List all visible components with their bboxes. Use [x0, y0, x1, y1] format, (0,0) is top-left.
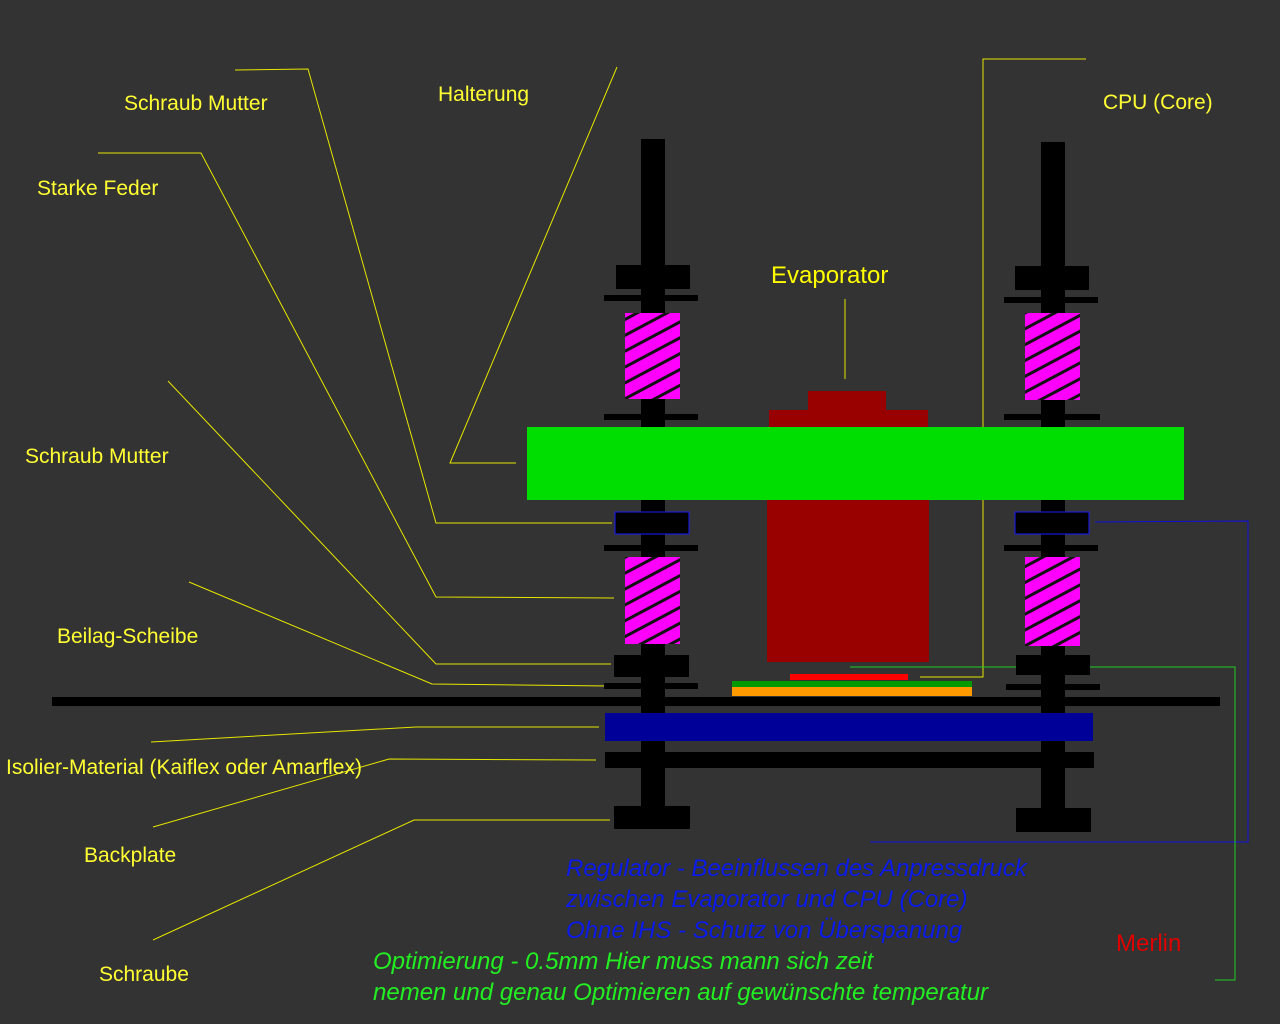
right-top-nut	[1015, 266, 1089, 290]
label-halterung: Halterung	[438, 83, 529, 106]
insulation	[605, 713, 1093, 741]
left-regulator-nut	[614, 511, 690, 535]
right-washer-1	[1004, 297, 1098, 303]
label-backplate: Backplate	[84, 844, 176, 867]
leader-regulator	[870, 520, 1249, 843]
left-washer-1	[604, 295, 698, 301]
leader-beilag-scheibe	[188, 581, 610, 687]
cpu-pcb	[732, 681, 972, 687]
evaporator-top-nub	[808, 391, 886, 413]
left-washer-2	[604, 414, 698, 420]
label-starke-feder: Starke Feder	[37, 177, 158, 200]
right-bottom-nut	[1016, 655, 1090, 675]
label-beilag-scheibe: Beilag-Scheibe	[57, 625, 198, 648]
note-regulator-line-3: Ohne IHS - Schutz von Überspanung	[566, 917, 963, 944]
cpu-package	[732, 687, 972, 696]
evaporator	[767, 391, 929, 662]
left-screw-head	[614, 806, 690, 829]
leader-cpu-core	[920, 58, 1086, 678]
leader-starke-feder	[98, 152, 615, 599]
note-regulator-line-1: Regulator - Beeinflussen des Anpressdruc…	[566, 855, 1029, 882]
leader-schraub-mutter-top	[234, 68, 612, 524]
left-washer-4	[604, 683, 698, 689]
label-evaporator: Evaporator	[771, 262, 888, 289]
leader-schraube	[152, 819, 610, 941]
label-isolier-material: Isolier-Material (Kaiflex oder Amarflex)	[6, 756, 362, 779]
evaporator-upper	[769, 410, 928, 428]
right-washer-4	[1006, 684, 1100, 690]
label-cpu-core: CPU (Core)	[1103, 91, 1213, 114]
right-bottom-spring	[1025, 557, 1080, 646]
left-top-spring	[625, 313, 680, 399]
label-schraube: Schraube	[99, 963, 189, 986]
note-optimierung-line-1: Optimierung - 0.5mm Hier muss mann sich …	[373, 948, 874, 975]
leader-schraub-mutter-mid	[167, 380, 611, 665]
leader-lines	[98, 58, 1086, 941]
evaporator-body	[767, 500, 929, 662]
leader-backplate	[152, 758, 597, 828]
note-optimierung-line-2: nemen und genau Optimieren auf gewünscht…	[373, 979, 989, 1006]
note-regulator-line-2: zwischen Evaporator und CPU (Core)	[565, 886, 968, 913]
left-washer-3	[604, 545, 698, 551]
label-schraub-mutter-top: Schraub Mutter	[124, 92, 268, 115]
leader-halterung	[449, 66, 618, 464]
right-washer-2	[1004, 414, 1100, 420]
cpu-core	[790, 674, 908, 680]
mount-plate	[527, 427, 1184, 500]
right-top-spring	[1025, 313, 1080, 400]
left-bottom-spring	[625, 557, 680, 644]
right-screw-head	[1016, 808, 1091, 832]
motherboard	[52, 697, 1220, 706]
right-regulator-nut	[1014, 511, 1090, 535]
right-washer-3	[1004, 545, 1098, 551]
label-schraub-mutter-mid: Schraub Mutter	[25, 445, 169, 468]
author-signature: Merlin	[1116, 930, 1181, 957]
left-top-nut	[616, 265, 690, 289]
left-bottom-nut	[614, 655, 689, 677]
backplate	[605, 752, 1094, 768]
leader-isolier-material	[150, 726, 599, 743]
